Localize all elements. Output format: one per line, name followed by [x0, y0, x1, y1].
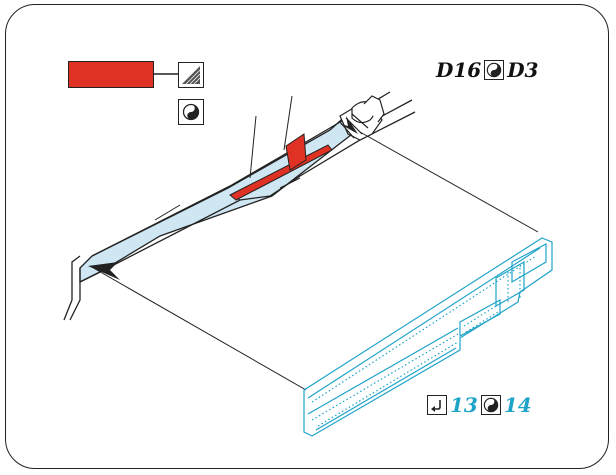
return-arrow-icon	[427, 395, 447, 415]
callout-bottom: 13 14	[427, 393, 532, 417]
screwdriver-icon	[480, 395, 501, 415]
board-dot-rows	[311, 255, 537, 427]
screwdriver-icon	[178, 99, 204, 125]
screwdriver-icon	[484, 60, 505, 80]
callout-top-second: D3	[507, 58, 539, 82]
arrowhead	[88, 262, 120, 280]
callout-top-first: D16	[436, 58, 482, 82]
leader-line	[283, 95, 293, 151]
arrowhead	[340, 116, 358, 134]
hatch-square-icon	[178, 62, 204, 88]
red-latch	[229, 133, 333, 201]
diagram-frame	[5, 4, 609, 469]
swatch-connector	[154, 73, 178, 75]
callout-top: D16 D3	[436, 58, 538, 82]
circuit-board	[303, 237, 553, 437]
clip-assembly	[339, 95, 385, 141]
red-part-swatch	[68, 61, 154, 88]
callout-bottom-first: 13	[450, 393, 478, 417]
guide-line	[359, 131, 539, 233]
callout-bottom-second: 14	[503, 393, 532, 417]
guide-line	[89, 265, 307, 391]
leader-line	[249, 115, 257, 179]
